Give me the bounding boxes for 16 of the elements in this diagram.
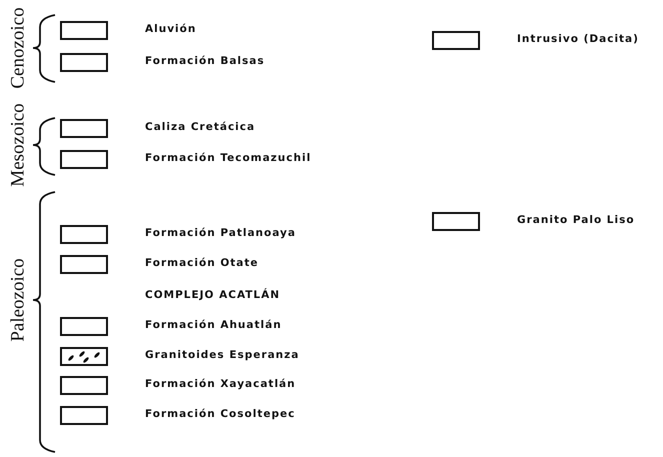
legend-label: Formación Balsas [145, 55, 265, 67]
legend-label: Formación Tecomazuchil [145, 152, 312, 164]
legend-label: Formación Patlanoaya [145, 227, 296, 239]
legend-label: Formación Xayacatlán [145, 378, 296, 390]
era-label: Paleozoico [7, 258, 30, 342]
group-heading: COMPLEJO ACATLÁN [145, 289, 280, 301]
legend-label: Granito Palo Liso [517, 214, 635, 226]
legend-label: Caliza Cretácica [145, 121, 256, 133]
legend-label: Formación Cosoltepec [145, 408, 296, 420]
legend-label: Aluvión [145, 23, 196, 35]
era-label: Cenozoico [7, 7, 30, 89]
legend-label: Formación Ahuatlán [145, 319, 282, 331]
era-label: Mesozoico [7, 103, 30, 187]
legend-label: Formación Otate [145, 257, 259, 269]
legend-label: Intrusivo (Dacita) [517, 33, 639, 45]
legend-label: Granitoides Esperanza [145, 349, 300, 361]
